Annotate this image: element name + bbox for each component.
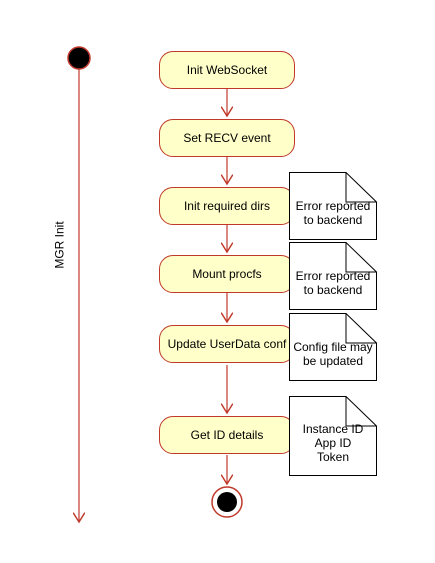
- start-node: [67, 46, 91, 70]
- activity-init-websocket: Init WebSocket: [159, 51, 295, 89]
- activity-get-id-details: Get ID details: [159, 416, 295, 454]
- activity-set-recv-event: Set RECV event: [159, 119, 295, 157]
- note-config-updated: Config file may be updated: [289, 313, 377, 381]
- activity-init-required-dirs: Init required dirs: [159, 187, 295, 225]
- note-text: Instance ID App ID Token: [302, 422, 364, 464]
- end-node: [211, 486, 243, 518]
- note-text: Error reported to backend: [295, 269, 371, 297]
- activity-mount-procfs: Mount procfs: [159, 255, 295, 293]
- note-procfs-error: Error reported to backend: [289, 242, 377, 310]
- note-text: Error reported to backend: [295, 199, 371, 227]
- note-id-details: Instance ID App ID Token: [289, 396, 377, 476]
- note-init-dirs-error: Error reported to backend: [289, 172, 377, 240]
- activity-update-userdata-conf: Update UserData conf: [159, 325, 295, 363]
- swimlane-label: MGR Init: [52, 221, 67, 269]
- note-text: Config file may be updated: [293, 340, 373, 368]
